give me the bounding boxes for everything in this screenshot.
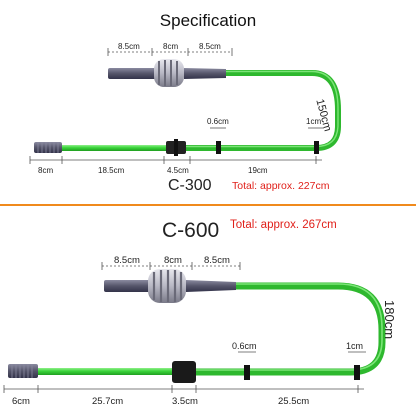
siphon-c600	[3, 262, 386, 393]
total-length: Total: approx. 227cm	[232, 180, 330, 192]
outlet-tube	[184, 68, 226, 79]
hose-connector	[172, 361, 196, 383]
dim-end: 1cm	[306, 117, 322, 126]
upper-dimension-lines	[101, 262, 241, 270]
intake-tube	[104, 280, 150, 292]
strainer-tip	[34, 142, 62, 153]
squeeze-bulb-icon	[148, 269, 186, 303]
end-clip	[314, 141, 319, 154]
dim-valve: 0.6cm	[232, 341, 257, 351]
dim-intake: 8.5cm	[114, 255, 140, 266]
strainer-tip	[8, 364, 38, 378]
hose-arc	[196, 282, 386, 376]
dim-connector: 3.5cm	[172, 396, 198, 407]
dim-left-hose: 25.7cm	[92, 396, 124, 407]
siphon-c300	[29, 48, 341, 164]
dim-right-hose: 19cm	[248, 166, 268, 175]
dim-connector: 4.5cm	[167, 166, 189, 175]
upper-dimension-lines	[107, 48, 233, 56]
hose-lower-left	[38, 368, 172, 375]
dim-outlet: 8.5cm	[204, 255, 230, 266]
dim-bulb: 8cm	[163, 42, 179, 51]
dim-outlet: 8.5cm	[199, 42, 221, 51]
dim-bulb: 8cm	[164, 255, 182, 266]
section-divider	[0, 204, 416, 206]
lower-dimension-lines	[29, 127, 324, 164]
end-clip	[354, 365, 360, 380]
valve-mark	[216, 141, 221, 154]
hose-arc	[180, 70, 341, 151]
dim-end: 1cm	[346, 341, 364, 351]
model-name: C-300	[168, 177, 212, 194]
dim-strainer: 6cm	[12, 396, 30, 407]
dim-intake: 8.5cm	[118, 42, 140, 51]
dim-strainer: 8cm	[38, 166, 54, 175]
lower-dimension-lines	[3, 351, 366, 393]
valve-mark	[244, 365, 250, 380]
dim-left-hose: 18.5cm	[98, 166, 125, 175]
outlet-tube	[186, 280, 236, 292]
total-length: Total: approx. 267cm	[230, 219, 337, 231]
hose-lower-left	[62, 145, 166, 151]
intake-tube	[108, 68, 156, 79]
arc-length-label: 180cm	[382, 300, 397, 340]
dim-valve: 0.6cm	[207, 117, 229, 126]
model-name: C-600	[162, 219, 220, 242]
squeeze-bulb-icon	[154, 59, 184, 87]
page-title: Specification	[159, 11, 257, 30]
dim-right-hose: 25.5cm	[278, 396, 310, 407]
